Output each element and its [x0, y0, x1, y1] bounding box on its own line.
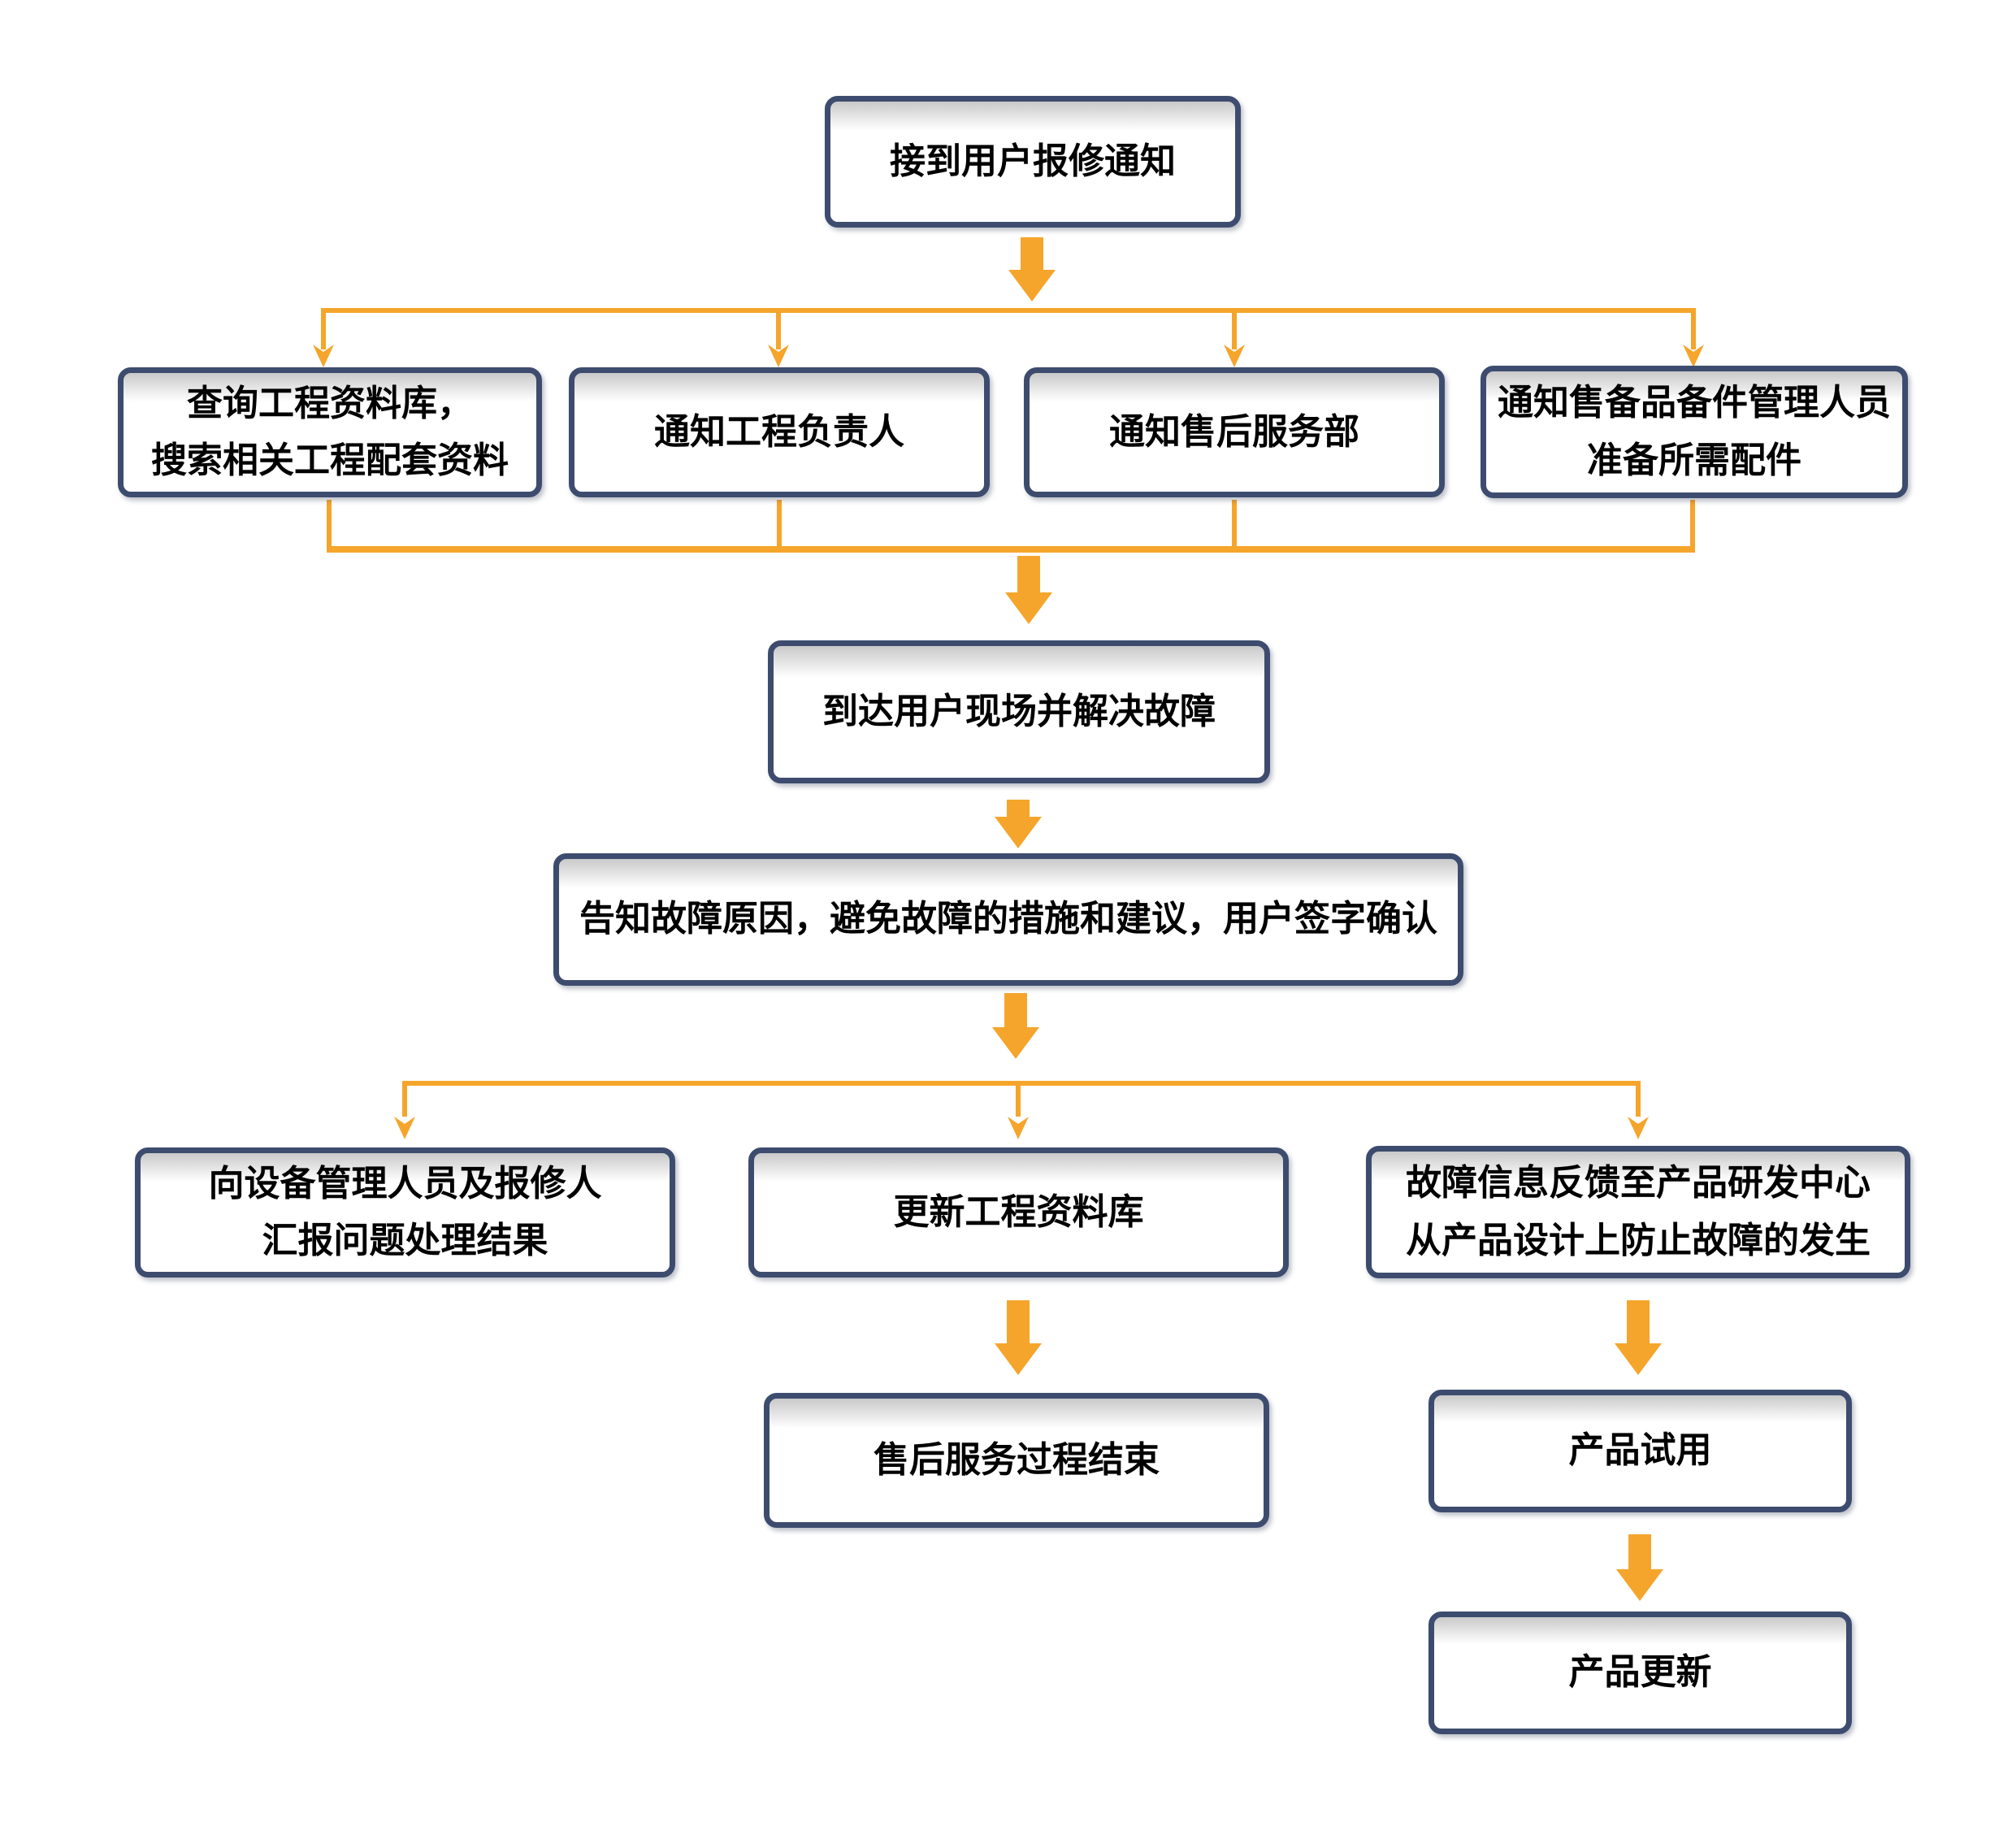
node-label: 通知售后服务部 [1109, 411, 1359, 452]
block-arrow-trial-to-update [1616, 1534, 1663, 1601]
node-feedback-to-rd-center: 故障信息反馈至产品研发中心 从产品设计上防止故障的发生 [1366, 1146, 1910, 1278]
node-label: 告知故障原因，避免故障的措施和建议，用户签字确认 [579, 899, 1437, 939]
node-label: 通知售备品备件管理人员 准备所需配件 [1498, 383, 1891, 480]
block-arrow-inform-to-split [992, 993, 1039, 1059]
block-arrow-merge-to-arrive [1005, 556, 1052, 624]
node-label: 查询工程资料库， 搜索相关工程配套资料 [151, 383, 509, 480]
node-inform-cause-confirm: 告知故障原因，避免故障的措施和建议，用户签字确认 [553, 853, 1463, 986]
node-label: 产品试用 [1568, 1430, 1712, 1471]
node-label: 更新工程资料库 [893, 1191, 1144, 1232]
node-arrive-on-site: 到达用户现场并解决故障 [768, 640, 1270, 783]
node-label: 通知工程负责人 [654, 411, 904, 452]
node-label: 向设备管理人员及报修人 汇报问题处理结果 [208, 1163, 602, 1260]
node-notify-project-leader: 通知工程负责人 [569, 367, 990, 497]
node-label: 产品更新 [1568, 1652, 1712, 1693]
split2-line [402, 1081, 1641, 1117]
split1-line [321, 308, 1696, 349]
node-product-update: 产品更新 [1429, 1612, 1852, 1734]
block-arrow-receive-to-split [1008, 237, 1056, 301]
block-arrow-arrive-to-inform [995, 800, 1042, 848]
node-report-to-managers: 向设备管理人员及报修人 汇报问题处理结果 [135, 1147, 675, 1278]
node-label: 接到用户报修通知 [890, 141, 1176, 181]
node-after-sales-end: 售后服务过程结束 [764, 1393, 1269, 1528]
split1-arrowheads [313, 345, 1704, 367]
merge-stubs [327, 500, 1695, 549]
node-receive-repair-notice: 接到用户报修通知 [825, 96, 1241, 228]
node-query-engineering-database: 查询工程资料库， 搜索相关工程配套资料 [118, 367, 542, 497]
node-label: 故障信息反馈至产品研发中心 从产品设计上防止故障的发生 [1406, 1163, 1871, 1260]
node-product-trial: 产品试用 [1429, 1390, 1852, 1512]
node-notify-spare-parts-manager: 通知售备品备件管理人员 准备所需配件 [1481, 366, 1908, 498]
node-label: 售后服务过程结束 [874, 1439, 1160, 1480]
block-arrow-update-to-end [995, 1300, 1042, 1375]
block-arrow-feedback-to-trial [1615, 1300, 1662, 1375]
node-update-engineering-database: 更新工程资料库 [748, 1147, 1289, 1278]
node-label: 到达用户现场并解决故障 [822, 691, 1216, 731]
split2-arrowheads [394, 1117, 1649, 1139]
node-notify-after-sales-dept: 通知售后服务部 [1024, 367, 1445, 497]
